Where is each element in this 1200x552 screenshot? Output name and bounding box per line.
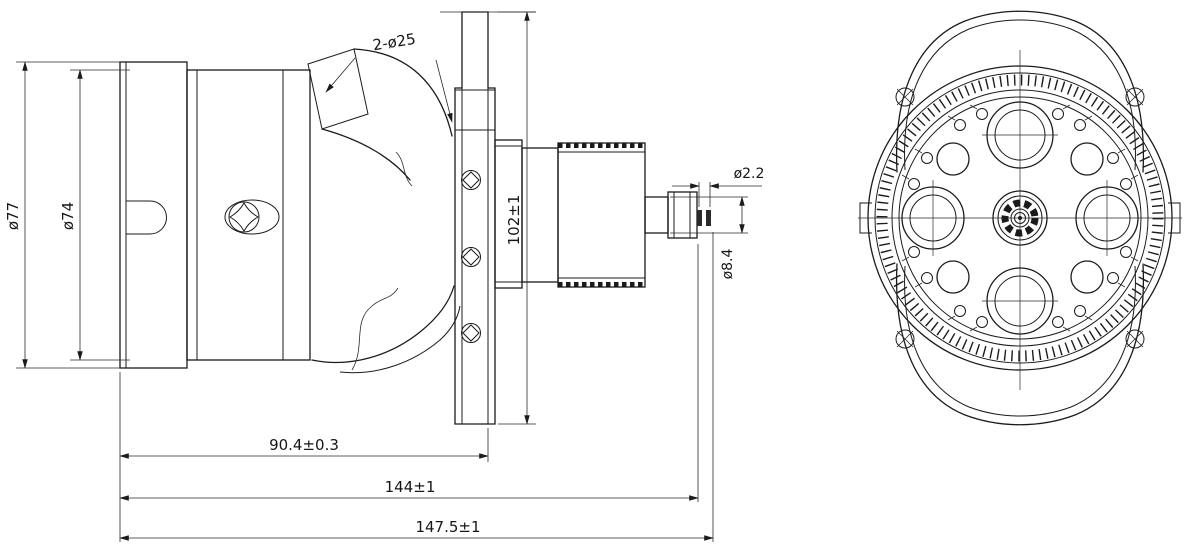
break-line-upper (395, 151, 413, 187)
dim-body-diameter: ø74 (59, 69, 130, 361)
dim-pin-diameter: ø2.2 (672, 166, 764, 207)
flange-screw-hole (895, 329, 915, 349)
dim-stub-diameter: ø8.4 (670, 196, 748, 279)
medium-holes (936, 142, 1104, 294)
flange-screw (461, 247, 481, 267)
small-pin-holes (901, 104, 1139, 332)
side-view: ø77 ø74 2-ø25 ø2.2 (4, 11, 764, 542)
dim-flange-height: 102±1 (498, 11, 536, 425)
dim-shell-length: 90.4±0.3 (119, 372, 489, 542)
back-shell (119, 61, 311, 369)
contact-pin (697, 210, 702, 226)
dimension-annotations: ø77 ø74 2-ø25 ø2.2 (4, 11, 764, 542)
shell-screw (224, 199, 280, 235)
flange-lobes (895, 10, 1145, 426)
cable-clamp-boot (307, 48, 461, 374)
dim-overall-length: 147.5±1 (119, 232, 714, 542)
flange-hatch (454, 89, 496, 131)
dim-label-shell-length: 90.4±0.3 (269, 436, 339, 454)
dim-label-flange-height: 102±1 (505, 195, 523, 246)
contact-cavity-top (982, 101, 1058, 169)
center-guide (992, 190, 1048, 246)
front-view (858, 10, 1182, 426)
contact-cavity-right (1075, 180, 1139, 256)
flange-screw (461, 170, 481, 190)
flange-screw-hole (1125, 87, 1145, 107)
contact-cavity-bottom (982, 267, 1058, 335)
dim-label-mating-length: 144±1 (385, 478, 436, 496)
dim-label-cable-entries: 2-ø25 (371, 30, 417, 55)
dim-label-body-diameter: ø74 (59, 202, 77, 230)
coupling-nut (557, 142, 646, 288)
dim-cable-entries: 2-ø25 (325, 30, 453, 123)
cable-gland (644, 191, 711, 239)
dim-label-overall-length: 147.5±1 (415, 518, 480, 536)
dim-shell-diameter: ø77 (4, 61, 124, 369)
break-line (351, 287, 399, 371)
contact-pin (706, 210, 711, 226)
dim-label-stub-diameter: ø8.4 (720, 248, 736, 279)
coupling-assembly (494, 139, 711, 289)
keying-flower (1001, 199, 1039, 237)
dim-mating-length: 144±1 (119, 244, 699, 502)
dim-label-pin-diameter: ø2.2 (734, 166, 765, 182)
flange-screw-hole (1125, 329, 1145, 349)
flange-screw (461, 323, 481, 343)
dim-label-shell-diameter: ø77 (4, 202, 22, 230)
clamp-hatch (307, 48, 369, 130)
wire-channel-tab (126, 200, 167, 235)
flange-screw-hole (895, 87, 915, 107)
contact-cavity-left (901, 180, 965, 256)
mounting-flange (440, 11, 536, 425)
